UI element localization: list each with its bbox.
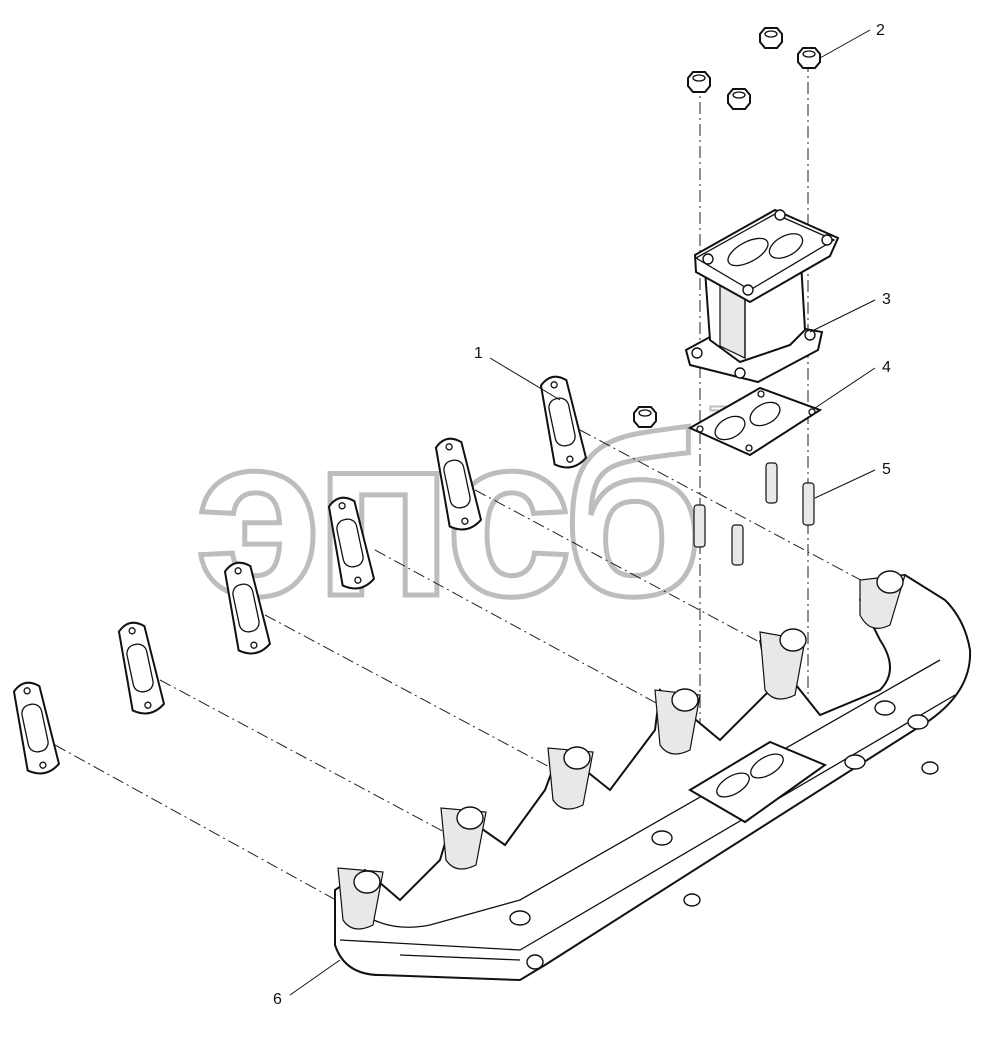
assembly-line	[54, 744, 346, 906]
callout-1: 1	[474, 345, 483, 362]
adapter-gasket-icon	[687, 386, 823, 457]
exhaust-manifold-icon	[334, 570, 972, 982]
assembly-line	[374, 549, 661, 706]
leader-line-3	[809, 299, 876, 333]
hex-nut-icon	[633, 27, 821, 428]
watermark-text: эпсб	[195, 387, 696, 644]
leader-line-5	[814, 469, 876, 499]
leader-line-6	[289, 959, 341, 996]
callout-2: 2	[876, 22, 885, 39]
callout-4: 4	[882, 359, 891, 376]
leader-lines	[289, 29, 876, 996]
callout-5: 5	[882, 461, 891, 478]
stud-icon	[693, 462, 815, 566]
assembly-line	[579, 429, 871, 586]
assembly-line	[474, 489, 766, 646]
turbo-adapter-icon	[684, 208, 840, 384]
flange-gasket-icon	[12, 375, 588, 775]
leader-line-2	[819, 29, 871, 59]
assembly-line	[159, 679, 451, 836]
assembly-lines	[54, 60, 871, 906]
callouts: 1 2 3 4 5 6	[273, 22, 891, 1008]
callout-3: 3	[882, 291, 891, 308]
callout-6: 6	[273, 991, 282, 1008]
assembly-line	[264, 614, 556, 771]
leader-line-1	[489, 357, 561, 401]
leader-line-4	[814, 367, 876, 409]
